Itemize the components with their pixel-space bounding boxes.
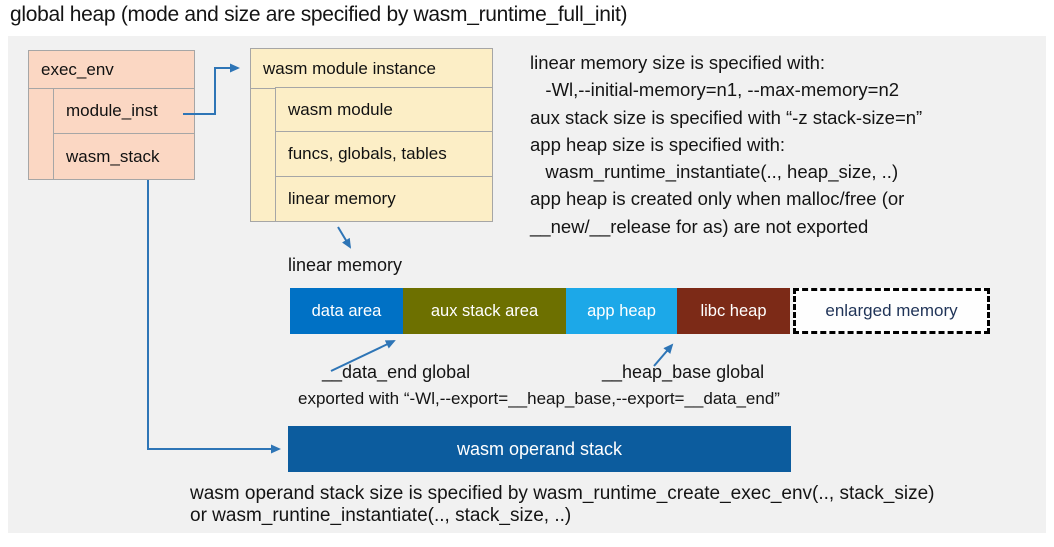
- operand-stack-note-line-1: wasm operand stack size is specified by …: [190, 483, 935, 504]
- segment-label: libc heap: [700, 301, 767, 320]
- exec-env-row-module-inst: module_inst: [53, 88, 195, 134]
- exec-env-header: exec_env: [29, 51, 194, 89]
- module-instance-row-wasm-module: wasm module: [275, 87, 493, 132]
- note-line: linear memory size is specified with:: [530, 52, 826, 73]
- row-label: linear memory: [288, 189, 396, 208]
- note-line: wasm_runtime_instantiate(.., heap_size, …: [530, 161, 899, 183]
- note-line: app heap is created only when malloc/fre…: [530, 188, 905, 210]
- row-label: wasm_stack: [66, 146, 160, 166]
- heap-base-global-label: __heap_base global: [602, 362, 765, 382]
- export-note: exported with “-Wl,--export=__heap_base,…: [298, 389, 780, 408]
- row-label: module_inst: [66, 101, 158, 120]
- wasm-operand-stack-bar: wasm operand stack: [288, 426, 791, 472]
- note-line: aux stack size is specified with “-z sta…: [530, 106, 923, 128]
- linear-memory-segment-aux-stack-area: aux stack area: [403, 288, 566, 334]
- row-label: wasm module: [288, 99, 393, 119]
- segment-label: aux stack area: [430, 301, 539, 320]
- segment-label: enlarged memory: [825, 301, 958, 320]
- linear-memory-segment-libc-heap: libc heap: [677, 288, 790, 334]
- segment-label: app heap: [587, 301, 656, 320]
- linear-memory-segment-data-area: data area: [290, 288, 403, 334]
- linear-memory-label: linear memory: [288, 255, 403, 275]
- linear-memory-segment-enlarged-memory: enlarged memory: [793, 288, 990, 334]
- operand-stack-note-line-2: or wasm_runtine_instantiate(.., stack_si…: [190, 505, 572, 526]
- size-notes: linear memory size is specified with: -W…: [530, 49, 922, 240]
- note-line: -Wl,--initial-memory=n1, --max-memory=n2: [530, 79, 900, 101]
- row-label: funcs, globals, tables: [288, 144, 447, 163]
- module-instance-row-funcs-globals-tables: funcs, globals, tables: [275, 131, 493, 177]
- operand-stack-label: wasm operand stack: [456, 438, 623, 459]
- segment-label: data area: [311, 301, 382, 320]
- exec-env-row-wasm-stack: wasm_stack: [53, 133, 195, 180]
- data-end-global-label: __data_end global: [322, 362, 471, 382]
- module-instance-header: wasm module instance: [251, 49, 492, 89]
- note-line: app heap size is specified with:: [530, 133, 786, 155]
- diagram-title: global heap (mode and size are specified…: [10, 3, 628, 26]
- note-line: __new/__release for as) are not exported: [530, 215, 869, 237]
- linear-memory-segment-app-heap: app heap: [566, 288, 677, 334]
- module-instance-row-linear-memory: linear memory: [275, 176, 493, 222]
